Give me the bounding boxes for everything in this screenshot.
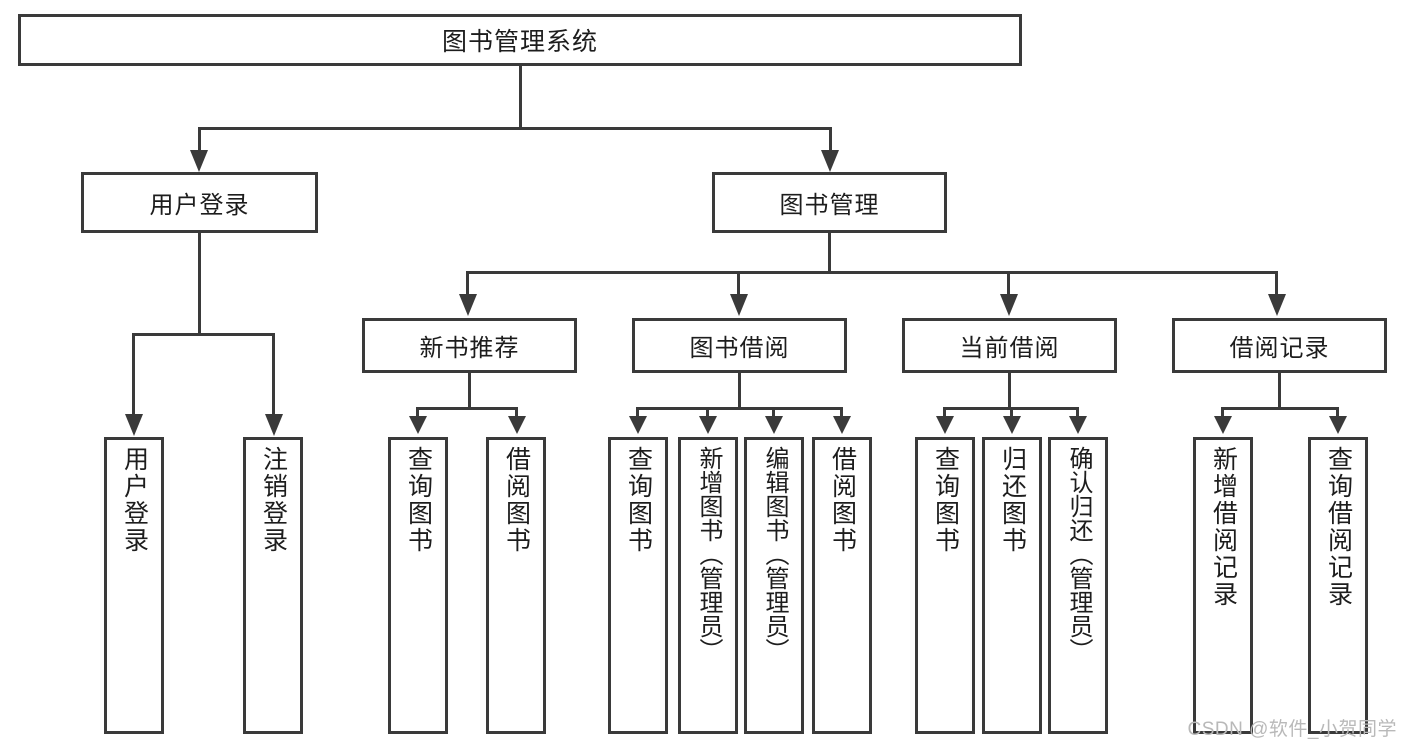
arrow-to-leaf-query-book-2: [629, 416, 647, 434]
leaf-borrow-book-2[interactable]: 借阅图书: [812, 437, 872, 734]
arrow-to-leaf-borrow-book-1: [508, 416, 526, 434]
node-root-system[interactable]: 图书管理系统: [18, 14, 1022, 66]
connector-borrowrecord-stem: [1278, 373, 1281, 407]
connector-bb-drop-3: [772, 407, 775, 417]
connector-bookmanage-stem: [828, 233, 831, 271]
leaf-query-book-2[interactable]: 查询图书: [608, 437, 668, 734]
connector-bookborrow-stem: [738, 373, 741, 407]
arrow-to-leaf-borrow-book-2: [833, 416, 851, 434]
leaf-label: 新增图书（管理员）: [694, 446, 722, 662]
connector-root-drop-left: [198, 127, 201, 151]
connector-bb-drop-4: [840, 407, 843, 417]
connector-br-drop-2: [1336, 407, 1339, 417]
connector-br-drop-1: [1221, 407, 1224, 417]
leaf-label: 新增借阅记录: [1209, 446, 1238, 608]
node-current-borrow[interactable]: 当前借阅: [902, 318, 1117, 373]
leaf-label: 注销登录: [259, 446, 288, 554]
watermark: CSDN @软件_小贺同学: [1187, 719, 1397, 740]
node-book-manage[interactable]: 图书管理: [712, 172, 947, 233]
arrow-to-book-manage: [821, 150, 839, 172]
arrow-to-current-borrow: [1000, 294, 1018, 316]
arrow-to-leaf-query-book-3: [936, 416, 954, 434]
leaf-label: 编辑图书（管理员）: [760, 446, 788, 662]
connector-recommend-bus: [416, 407, 518, 410]
connector-l3-drop-1: [466, 271, 469, 295]
leaf-add-record[interactable]: 新增借阅记录: [1193, 437, 1253, 734]
connector-cb-drop-2: [1010, 407, 1013, 417]
leaf-query-book-3[interactable]: 查询图书: [915, 437, 975, 734]
leaf-label: 确认归还（管理员）: [1064, 446, 1092, 662]
leaf-edit-book[interactable]: 编辑图书（管理员）: [744, 437, 804, 734]
arrow-to-leaf-user-login: [125, 414, 143, 436]
arrow-to-leaf-logout: [265, 414, 283, 436]
connector-userlogin-drop-1: [132, 333, 135, 415]
connector-l3-drop-3: [1007, 271, 1010, 295]
arrow-to-book-borrow: [730, 294, 748, 316]
connector-cb-drop-3: [1076, 407, 1079, 417]
connector-bb-drop-1: [636, 407, 639, 417]
leaf-confirm-return[interactable]: 确认归还（管理员）: [1048, 437, 1108, 734]
connector-bookborrow-bus: [636, 407, 842, 410]
connector-l3-drop-4: [1275, 271, 1278, 295]
connector-recommend-stem: [468, 373, 471, 407]
leaf-label: 用户登录: [120, 446, 149, 554]
node-label: 借阅记录: [1229, 335, 1330, 362]
node-borrow-record[interactable]: 借阅记录: [1172, 318, 1387, 373]
arrow-to-leaf-add-record: [1214, 416, 1232, 434]
node-label: 新书推荐: [419, 335, 520, 362]
leaf-query-record[interactable]: 查询借阅记录: [1308, 437, 1368, 734]
connector-root-drop-right: [829, 127, 832, 151]
connector-currentborrow-stem: [1008, 373, 1011, 407]
node-label: 用户登录: [149, 192, 250, 219]
leaf-label: 查询图书: [624, 446, 653, 554]
leaf-label: 归还图书: [998, 446, 1027, 554]
arrow-to-leaf-query-record: [1329, 416, 1347, 434]
arrow-to-leaf-query-book-1: [409, 416, 427, 434]
node-book-borrow[interactable]: 图书借阅: [632, 318, 847, 373]
leaf-add-book[interactable]: 新增图书（管理员）: [678, 437, 738, 734]
connector-root-stem: [519, 66, 522, 127]
leaf-label: 查询图书: [404, 446, 433, 554]
connector-userlogin-stem: [198, 233, 201, 333]
leaf-label: 借阅图书: [502, 446, 531, 554]
connector-cb-drop-1: [943, 407, 946, 417]
connector-root-bus: [198, 127, 831, 130]
node-label: 当前借阅: [959, 335, 1060, 362]
arrow-to-leaf-return-book: [1003, 416, 1021, 434]
node-new-book-recommend[interactable]: 新书推荐: [362, 318, 577, 373]
connector-userlogin-bus: [132, 333, 275, 336]
node-label: 图书管理: [779, 192, 880, 219]
connector-l3-drop-2: [737, 271, 740, 295]
leaf-label: 查询借阅记录: [1324, 446, 1353, 608]
leaf-return-book[interactable]: 归还图书: [982, 437, 1042, 734]
leaf-borrow-book-1[interactable]: 借阅图书: [486, 437, 546, 734]
leaf-query-book-1[interactable]: 查询图书: [388, 437, 448, 734]
connector-borrowrecord-bus: [1221, 407, 1339, 410]
connector-recommend-drop-2: [515, 407, 518, 417]
leaf-logout[interactable]: 注销登录: [243, 437, 303, 734]
arrow-to-leaf-edit-book: [765, 416, 783, 434]
arrow-to-new-book-recommend: [459, 294, 477, 316]
node-user-login[interactable]: 用户登录: [81, 172, 318, 233]
arrow-to-borrow-record: [1268, 294, 1286, 316]
arrow-to-leaf-confirm-return: [1069, 416, 1087, 434]
leaf-label: 借阅图书: [828, 446, 857, 554]
connector-userlogin-drop-2: [272, 333, 275, 415]
connector-recommend-drop-1: [416, 407, 419, 417]
leaf-user-login[interactable]: 用户登录: [104, 437, 164, 734]
arrow-to-leaf-add-book: [699, 416, 717, 434]
node-label: 图书管理系统: [441, 28, 598, 56]
connector-bb-drop-2: [706, 407, 709, 417]
connector-bookmanage-bus: [466, 271, 1278, 274]
leaf-label: 查询图书: [931, 446, 960, 554]
node-label: 图书借阅: [689, 335, 790, 362]
arrow-to-user-login: [190, 150, 208, 172]
